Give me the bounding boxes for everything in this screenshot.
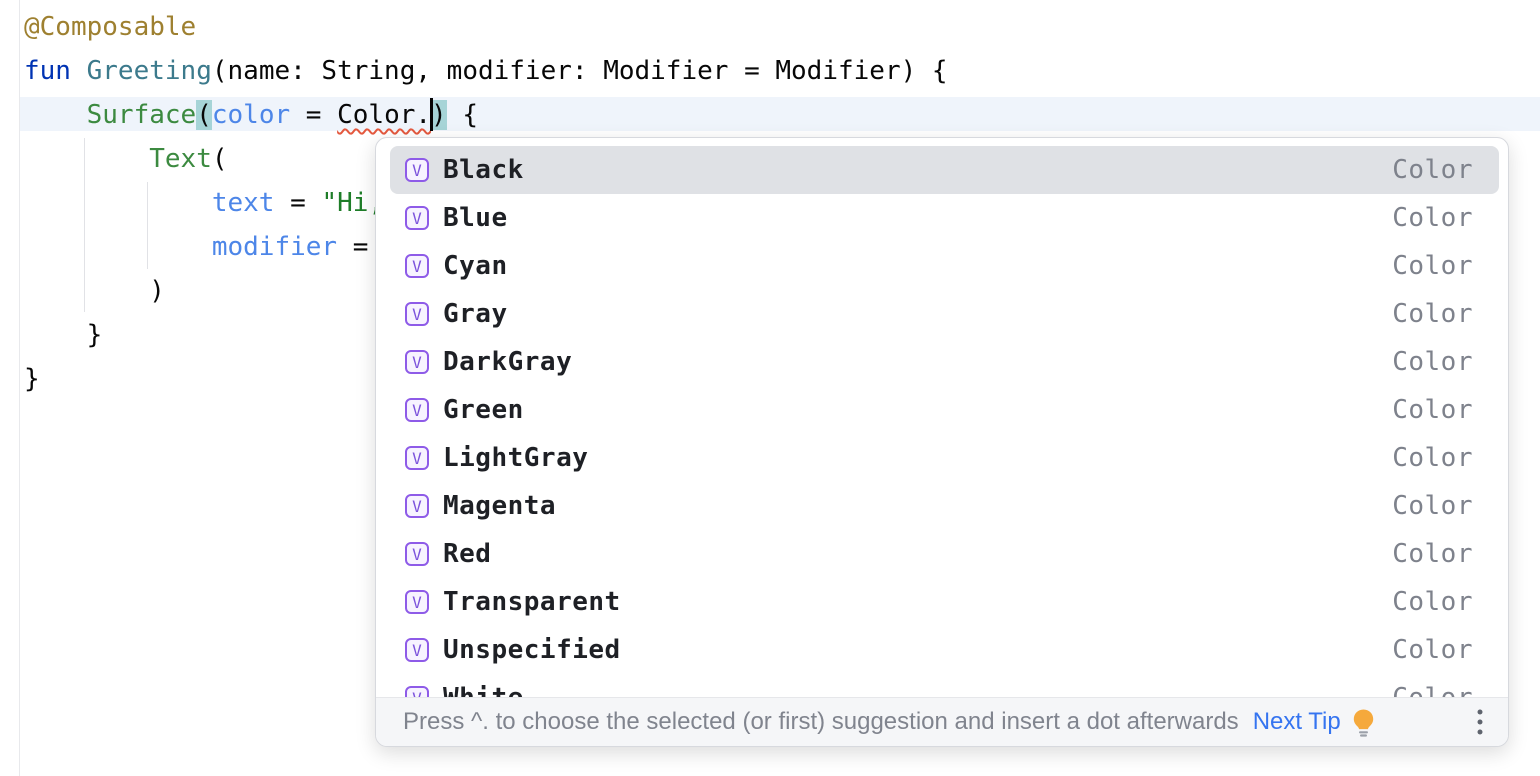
completion-item-type: Color bbox=[1392, 155, 1473, 185]
code-token: Greeting bbox=[86, 56, 212, 86]
completion-item-type: Color bbox=[1392, 587, 1473, 617]
completion-item[interactable]: V Transparent Color bbox=[390, 578, 1499, 626]
value-icon: V bbox=[405, 638, 429, 662]
completion-item-label: Cyan bbox=[443, 251, 508, 281]
completion-hint-bar: Press ^. to choose the selected (or firs… bbox=[376, 697, 1508, 746]
code-line[interactable]: modifier = bbox=[24, 225, 948, 269]
completion-item-label: LightGray bbox=[443, 443, 589, 473]
completion-item[interactable]: V DarkGray Color bbox=[390, 338, 1499, 386]
code-token: = bbox=[274, 188, 322, 218]
code-token bbox=[24, 100, 87, 130]
completion-item-label: Green bbox=[443, 395, 524, 425]
value-icon: V bbox=[405, 590, 429, 614]
completion-item[interactable]: V Unspecified Color bbox=[390, 626, 1499, 674]
value-icon: V bbox=[405, 254, 429, 278]
code-token bbox=[24, 188, 212, 218]
completion-item-label: Black bbox=[443, 155, 524, 185]
code-token: = bbox=[337, 232, 385, 262]
code-token: Surface bbox=[86, 100, 197, 130]
completion-item[interactable]: V Cyan Color bbox=[390, 242, 1499, 290]
code-line[interactable]: } bbox=[24, 357, 948, 401]
completion-item[interactable]: V Magenta Color bbox=[390, 482, 1499, 530]
code-token: fun bbox=[24, 56, 71, 86]
code-token bbox=[24, 232, 212, 262]
code-token: } bbox=[24, 364, 40, 394]
completion-item[interactable]: V Red Color bbox=[390, 530, 1499, 578]
code-token: modifier bbox=[211, 232, 338, 262]
code-token: Text bbox=[149, 144, 212, 174]
text-caret bbox=[430, 98, 434, 131]
caret-line-highlight bbox=[20, 97, 1540, 131]
completion-item[interactable]: V Blue Color bbox=[390, 194, 1499, 242]
completion-item-type: Color bbox=[1392, 491, 1473, 521]
lightbulb-icon bbox=[1350, 708, 1377, 737]
code-token: color bbox=[211, 100, 291, 130]
completion-item-label: White bbox=[443, 683, 524, 697]
completion-item[interactable]: V Gray Color bbox=[390, 290, 1499, 338]
code-token: ) bbox=[24, 276, 165, 306]
code-area[interactable]: @Composable fun Greeting(name: String, mo… bbox=[24, 5, 948, 401]
value-icon: V bbox=[405, 158, 429, 182]
code-token: = bbox=[290, 100, 338, 130]
code-line[interactable]: @Composable bbox=[24, 5, 948, 49]
next-tip-link[interactable]: Next Tip bbox=[1252, 708, 1341, 735]
indent-guide bbox=[84, 138, 85, 312]
completion-item-type: Color bbox=[1392, 443, 1473, 473]
value-icon: V bbox=[405, 494, 429, 518]
value-icon: V bbox=[405, 446, 429, 470]
value-icon: V bbox=[405, 686, 429, 697]
code-line[interactable]: Surface(color = Color.) { bbox=[24, 93, 948, 137]
code-token: (name: String, modifier: Modifier = Modi… bbox=[211, 56, 948, 86]
completion-item-label: Red bbox=[443, 539, 492, 569]
code-token: ( bbox=[196, 100, 212, 130]
completion-item-label: DarkGray bbox=[443, 347, 573, 377]
completion-item-type: Color bbox=[1392, 683, 1499, 697]
completion-item-label: Blue bbox=[443, 203, 508, 233]
code-token: "Hi, bbox=[321, 188, 385, 218]
completion-item[interactable]: V Green Color bbox=[390, 386, 1499, 434]
indent-guide bbox=[147, 182, 148, 269]
code-line[interactable]: } bbox=[24, 313, 948, 357]
completion-item-label: Transparent bbox=[443, 587, 621, 617]
code-token: text bbox=[211, 188, 275, 218]
value-icon: V bbox=[405, 206, 429, 230]
completion-item-label: Unspecified bbox=[443, 635, 621, 665]
editor-gutter-separator bbox=[19, 0, 20, 776]
completion-item[interactable]: V White Color bbox=[390, 674, 1499, 697]
completion-item-label: Magenta bbox=[443, 491, 557, 521]
completion-item-label: Gray bbox=[443, 299, 508, 329]
code-token: @Composable bbox=[24, 12, 197, 42]
completion-item-type: Color bbox=[1392, 539, 1473, 569]
code-token: ) bbox=[431, 100, 447, 130]
completion-item-type: Color bbox=[1392, 251, 1473, 281]
code-token: Color. bbox=[337, 100, 432, 130]
value-icon: V bbox=[405, 398, 429, 422]
value-icon: V bbox=[405, 542, 429, 566]
code-token bbox=[24, 144, 149, 174]
code-line[interactable]: text = "Hi, bbox=[24, 181, 948, 225]
completion-item-type: Color bbox=[1392, 395, 1473, 425]
hint-text: Press ^. to choose the selected (or firs… bbox=[403, 708, 1239, 735]
completion-item-type: Color bbox=[1392, 299, 1473, 329]
code-token: ( bbox=[211, 144, 228, 174]
code-token: { bbox=[446, 100, 478, 130]
kebab-menu-icon[interactable] bbox=[1477, 709, 1483, 735]
code-token bbox=[71, 56, 87, 86]
completion-item-type: Color bbox=[1392, 203, 1473, 233]
code-line[interactable]: fun Greeting(name: String, modifier: Mod… bbox=[24, 49, 948, 93]
completion-item[interactable]: V Black Color bbox=[390, 146, 1499, 194]
code-line[interactable]: ) bbox=[24, 269, 948, 313]
value-icon: V bbox=[405, 350, 429, 374]
code-line[interactable]: Text( bbox=[24, 137, 948, 181]
code-token: } bbox=[24, 320, 103, 350]
completion-item-type: Color bbox=[1392, 347, 1473, 377]
completion-item-type: Color bbox=[1392, 635, 1473, 665]
completion-item[interactable]: V LightGray Color bbox=[390, 434, 1499, 482]
value-icon: V bbox=[405, 302, 429, 326]
